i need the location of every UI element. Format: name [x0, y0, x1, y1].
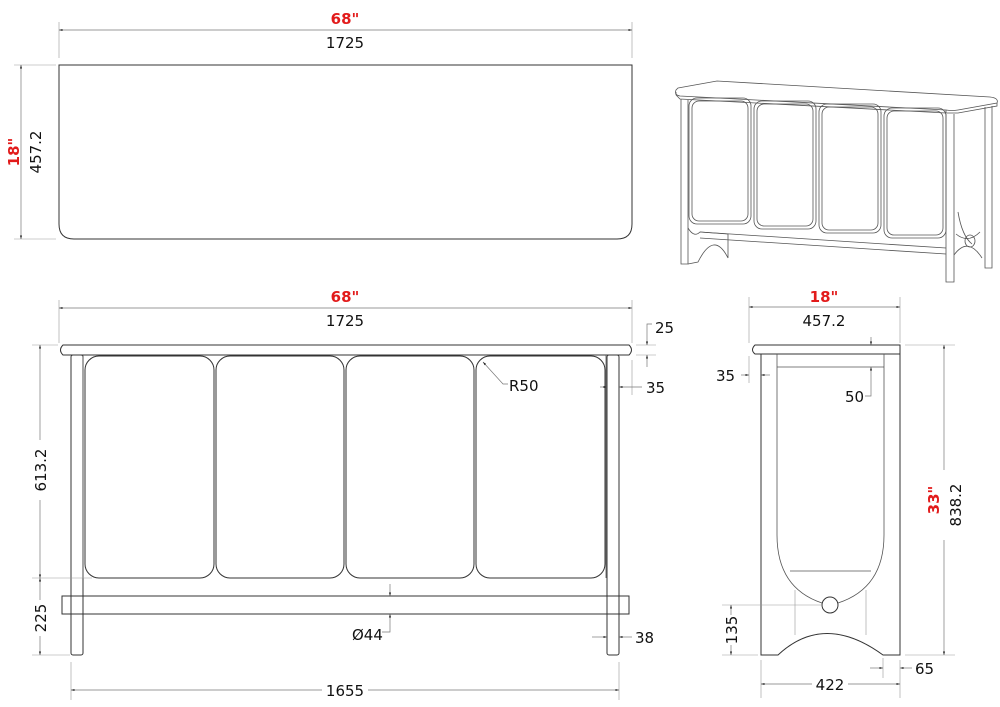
front-width-mm-label: 1725 — [326, 312, 364, 330]
leg-inset-label: 35 — [646, 379, 665, 397]
side-frame — [760, 354, 901, 656]
corner-radius-label: R50 — [509, 377, 539, 395]
front-left-leg — [70, 354, 84, 656]
lower-height-label: 225 — [32, 604, 50, 633]
leg-width-label: 38 — [635, 629, 654, 647]
perspective-view — [675, 80, 998, 283]
side-stretcher-circle — [821, 596, 839, 614]
leg-span-label: 1655 — [326, 682, 364, 700]
front-right-leg — [606, 354, 620, 656]
front-width-inch-label: 68" — [331, 288, 360, 306]
side-inset-label: 35 — [716, 367, 735, 385]
side-height-mm-label: 838.2 — [947, 484, 965, 527]
side-depth-mm-label: 457.2 — [803, 312, 846, 330]
rail-height-label: 50 — [845, 388, 864, 406]
tabletop-outline — [58, 64, 633, 240]
side-depth-inch-label: 18" — [810, 288, 839, 306]
top-width-mm-label: 1725 — [326, 34, 364, 52]
side-view: 18" 457.2 35 50 33" 838.2 — [716, 288, 965, 698]
top-view: 68" 1725 18" 457.2 — [5, 10, 633, 240]
stretcher-diameter-label: Ø44 — [352, 626, 383, 644]
side-height-inch-label: 33" — [925, 486, 943, 515]
front-stretcher — [61, 595, 630, 615]
front-view: 68" 1725 25 35 R50 613 — [30, 288, 674, 700]
top-depth-mm-label: 457.2 — [27, 131, 45, 174]
stretcher-height-label: 135 — [723, 616, 741, 645]
top-width-inch-label: 68" — [331, 10, 360, 28]
base-span-label: 422 — [816, 676, 845, 694]
top-thickness-label: 25 — [655, 319, 674, 337]
top-depth-inch-label: 18" — [5, 138, 23, 167]
upper-height-label: 613.2 — [32, 449, 50, 492]
front-tabletop — [60, 344, 632, 356]
side-tabletop — [752, 344, 901, 355]
foot-width-label: 65 — [915, 660, 934, 678]
